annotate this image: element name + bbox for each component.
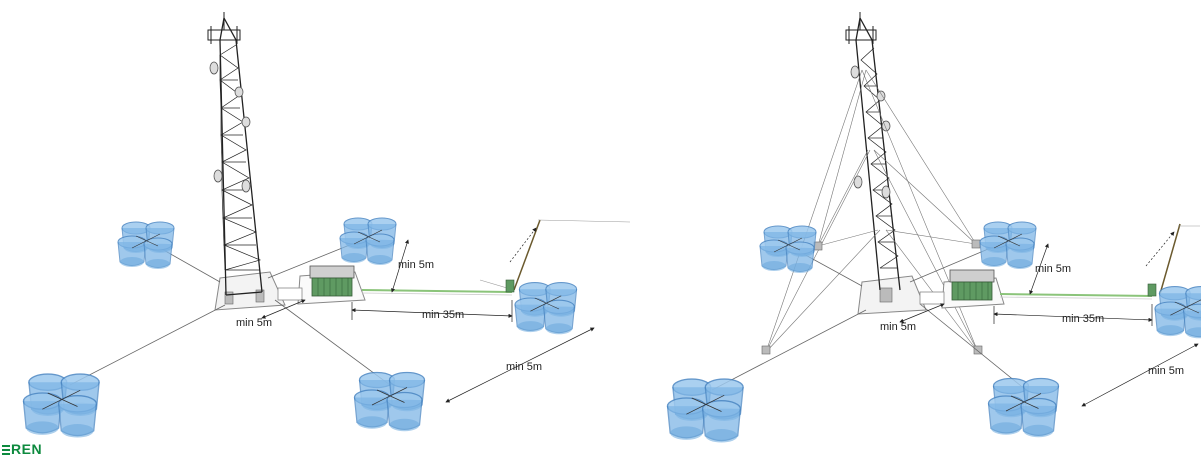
earth-cone-cluster <box>355 373 425 432</box>
equipment-shelter <box>277 265 366 305</box>
dimension-label-min35: min 35m <box>422 309 464 321</box>
earthing-cables <box>711 243 1027 391</box>
earth-cone-cluster <box>1155 287 1201 339</box>
dimension-label-min5-right: min 5m <box>506 361 542 373</box>
earth-cone-cluster <box>515 283 577 335</box>
earth-cone-cluster <box>760 226 816 273</box>
earth-cone-cluster <box>24 374 100 437</box>
lattice-tower <box>207 12 263 296</box>
lattice-tower <box>845 12 901 291</box>
logo-bars-icon <box>2 445 10 455</box>
earth-cone-cluster <box>989 379 1059 438</box>
small-mast <box>1147 223 1200 297</box>
dimension-label-min5-top: min 5m <box>1035 263 1071 275</box>
microwave-dishes <box>850 65 891 199</box>
dimension-lines <box>261 227 595 403</box>
earth-cone-cluster <box>668 379 744 442</box>
earth-cone-cluster <box>980 222 1036 269</box>
earthing-cables <box>69 239 391 386</box>
dimension-label-min5-base: min 5m <box>880 321 916 333</box>
dimension-lines <box>899 231 1199 407</box>
tower-foundation <box>857 275 927 315</box>
dimension-label-min35: min 35m <box>1062 313 1104 325</box>
cable-run <box>999 293 1153 300</box>
panel-left: min 5m min 5m min 35m min 5m <box>24 12 631 438</box>
dimension-label-min5-base: min 5m <box>236 317 272 329</box>
panel-right: min 5m min 5m min 35m min 5m <box>668 12 1201 443</box>
earth-cone-cluster <box>340 218 396 265</box>
cable-run <box>361 289 513 296</box>
equipment-shelter <box>919 269 1005 309</box>
microwave-dishes <box>209 61 251 193</box>
small-mast <box>479 219 631 293</box>
dimension-label-min5-top: min 5m <box>398 259 434 271</box>
logo-text: REN <box>11 441 43 457</box>
ren-logo: REN <box>2 442 42 456</box>
dimension-label-min5-right: min 5m <box>1148 365 1184 377</box>
earth-cone-cluster <box>118 222 174 269</box>
